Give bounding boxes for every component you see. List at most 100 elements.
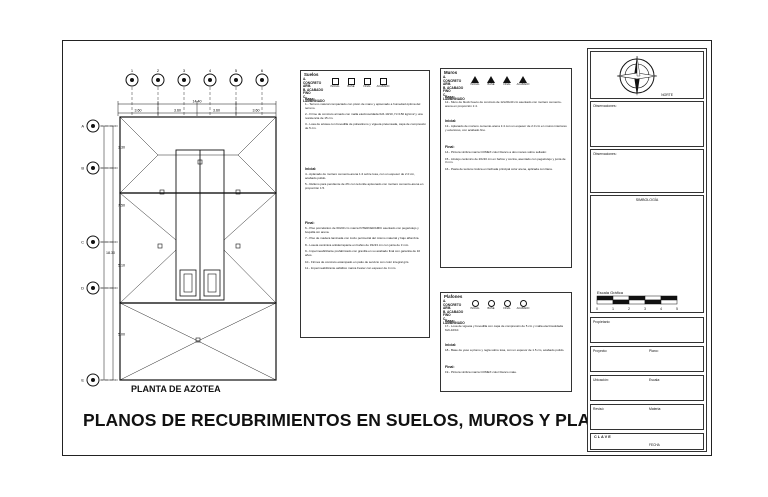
info-row: Proyecto:Plano: [590, 346, 704, 372]
scale-bar-segment [612, 299, 630, 305]
muros-title: Muros [444, 70, 458, 75]
scale-bar-segment [612, 295, 630, 301]
legend-symbol-acabado: ACABADO [517, 300, 529, 314]
scale-bar-segment [660, 295, 678, 301]
observations-label: Observaciones: [593, 152, 617, 156]
legend-symbol-label: INICIAL [330, 85, 340, 88]
observations-box-2: Observaciones: [590, 149, 704, 193]
legend-symbol-label: BASE [347, 85, 355, 88]
legend-symbol-base: BASE [345, 78, 357, 92]
stair-shaft [179, 269, 197, 297]
legend-symbol-label: INICIAL [470, 83, 480, 86]
roof-slope-line [223, 192, 277, 241]
roof-slope-line [119, 249, 177, 304]
info-row: Revisó: Materia: [590, 404, 704, 430]
plan-label: PLANTA DE AZOTEA [131, 384, 221, 394]
scale-bar-segment [596, 299, 614, 305]
note-item: 19.- Pintura vinílica marca COMEX color … [445, 370, 517, 374]
roof-drain-marker [159, 189, 165, 195]
grid-bubble-dot [91, 286, 95, 290]
plafones-inicial-section: Inicial: 18.- Base de yeso a plomo y reg… [445, 343, 568, 353]
scale-bar-segment [628, 295, 646, 301]
info-row-label: Revisó: [593, 407, 605, 411]
scale-bar-segment [596, 295, 614, 301]
roof-slope-line [119, 116, 159, 156]
legend-key-c: C. LAMBRINADO [443, 316, 465, 325]
grid-row-label: D [81, 286, 84, 291]
legend-key-b: B. ACABADO FINO [443, 309, 464, 318]
observations-label: Observaciones: [593, 104, 617, 108]
dim-total-label: 14.40 [193, 100, 202, 104]
section-title: Final: [445, 365, 455, 369]
roof-slope-line [197, 340, 277, 381]
triangle-icon [503, 76, 511, 83]
plafones-notes-panel: Plafones A. CONCRETO ARM. B. ACABADO FIN… [440, 292, 572, 392]
legend-symbol-label: ACABADO [516, 307, 530, 310]
info-row: Propietario: [590, 317, 704, 343]
suelos-notes-panel: Suelos A. CONCRETO ARM. B. ACABADO FINO … [300, 70, 430, 338]
legend-key-a: A. CONCRETO ARM. [303, 77, 322, 89]
muros-legend: A. CONCRETO ARM. B. ACABADO FINO C. LAMB… [443, 75, 569, 100]
roof-drain-marker [235, 189, 241, 195]
grid-bubble-dot [260, 78, 264, 82]
plafones-title: Plafones [444, 294, 463, 299]
dim-label: 7.50 [118, 204, 125, 208]
legend-symbol-label: FINAL [503, 83, 511, 86]
roof-slope-line [119, 154, 159, 194]
grid-column-label: 1 [131, 68, 134, 73]
grid-bubble-dot [156, 78, 160, 82]
square-icon [379, 78, 387, 85]
roof-drain-marker [195, 337, 201, 343]
legend-symbol-label: FINAL [363, 85, 371, 88]
scale-bar-segment [644, 299, 662, 305]
info-row: Ubicación:Escala: [590, 375, 704, 401]
clave-box: C L A V E FECHA [590, 433, 704, 450]
scale-tick-label: 1 [612, 307, 614, 311]
grid-column-label: 3 [183, 68, 186, 73]
info-row-value: Plano: [649, 349, 659, 353]
legend-symbol-label: ACABADO [516, 83, 530, 86]
stair-shaft-inner [183, 273, 193, 293]
grid-row-label: A [81, 124, 84, 129]
info-row-value: Materia: [649, 407, 662, 411]
scale-tick-label: 0 [596, 307, 598, 311]
scale-bar-segment [628, 299, 646, 305]
legend-key-b: B. ACABADO FINO [303, 87, 324, 96]
circle-icon [487, 300, 495, 307]
legend-symbol-inicial: INICIAL [329, 78, 341, 92]
note-item: 4.- Aplanado de mortero cemento-arena 1:… [305, 172, 415, 180]
circle-icon [503, 300, 511, 307]
legend-symbol-inicial: INICIAL [469, 76, 481, 90]
scale-tick-label: 5 [676, 307, 678, 311]
north-arrow-icon [616, 55, 658, 96]
suelos-base-section: Base: 1.- Terreno natural compactado con… [305, 97, 426, 131]
roof-slope-line [197, 302, 277, 342]
legend-symbol-label: FINAL [503, 307, 511, 310]
note-item: 17.- Losa de vigueta y bovedilla con cap… [445, 324, 563, 332]
plafones-base-section: Base: 17.- Losa de vigueta y bovedilla c… [445, 319, 568, 332]
legend-symbol-label: ACABADO [376, 85, 390, 88]
dim-label: 5.10 [118, 264, 125, 268]
muros-final-section: Final: 14.- Pintura vinílica marca COMEX… [445, 145, 568, 171]
scale-bar-segment [644, 295, 662, 301]
roof-slope-line [237, 154, 277, 194]
section-title: Final: [305, 221, 315, 225]
roof-slope-line [119, 340, 199, 381]
muros-inicial-section: Inicial: 13.- Aplanado de mortero cement… [445, 119, 568, 132]
suelos-legend: A. CONCRETO ARM. B. ACABADO FINO C. LAMB… [303, 77, 427, 102]
legend-symbol-base: BASE [485, 300, 497, 314]
square-icon [347, 78, 355, 85]
legend-symbol-acabado: ACABADO [517, 76, 529, 90]
section-title: Inicial: [305, 167, 317, 171]
grid-bubble-dot [91, 124, 95, 128]
grid-bubble-dot [182, 78, 186, 82]
dim-total-label: 18.30 [106, 251, 115, 255]
roof-slope-line [237, 116, 277, 156]
symbology-label: SIMBOLOGÍA [635, 198, 659, 202]
note-item: 7.- Piso de madera laminada con zoclo pe… [305, 236, 420, 241]
dim-label: 3.60 [174, 109, 181, 113]
legend-symbol-inicial: INICIAL [469, 300, 481, 314]
dim-label: 3.60 [135, 109, 142, 113]
